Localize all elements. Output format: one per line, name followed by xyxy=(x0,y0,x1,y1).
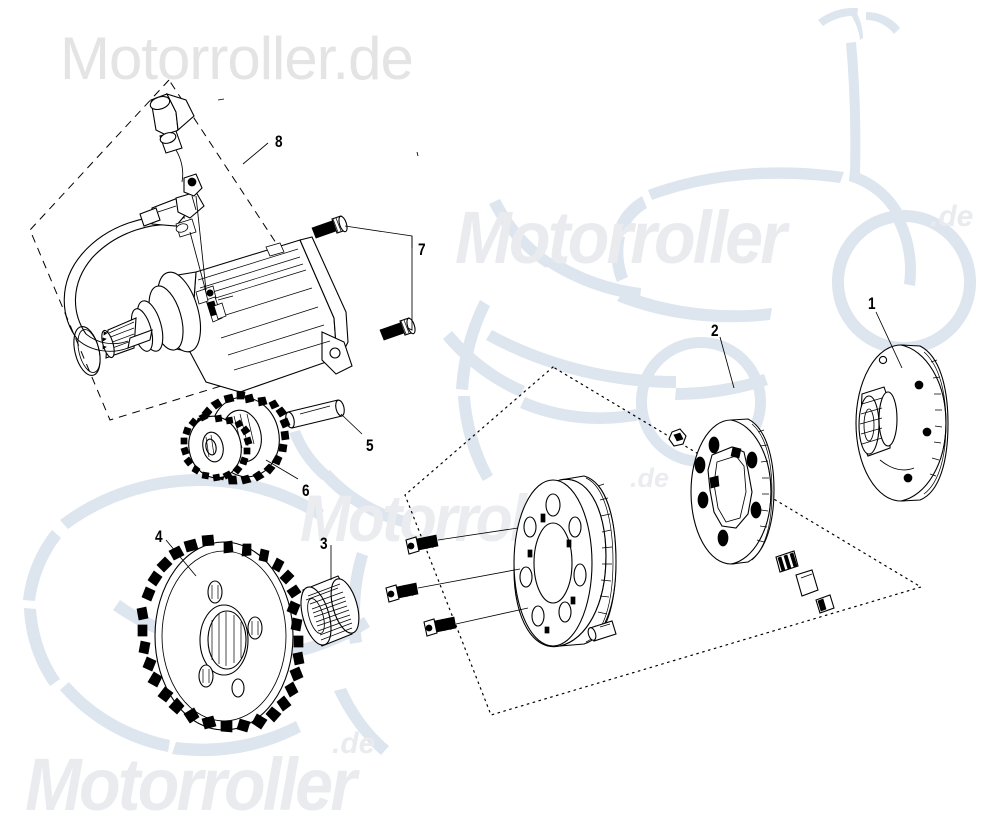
callout-label-2: 2 xyxy=(711,321,719,340)
needle-bearing xyxy=(300,575,360,647)
starter-idler-gear xyxy=(180,390,291,485)
group-2-boundary xyxy=(404,366,923,716)
starter-driven-gear xyxy=(136,534,305,733)
flange-bolt-lower xyxy=(379,317,416,341)
flange-bolt-upper xyxy=(311,215,348,239)
starter-clutch-drum xyxy=(513,475,617,648)
callout-label-1: 1 xyxy=(868,294,876,313)
starter-motor xyxy=(73,236,353,393)
callout-label-3: 3 xyxy=(320,534,328,553)
starter-clutch-hub xyxy=(855,344,949,502)
one-way-clutch-carrier xyxy=(690,418,775,565)
callout-label-4: 4 xyxy=(155,527,163,546)
callout-label-6: 6 xyxy=(302,481,310,500)
callout-label-8: 8 xyxy=(275,132,283,151)
idler-gear-shaft xyxy=(285,399,345,429)
starter-cable xyxy=(63,93,419,352)
callout-label-7: 7 xyxy=(418,240,426,259)
clutch-roller-set xyxy=(587,428,835,642)
clutch-bolt-3 xyxy=(423,616,457,637)
clutch-bolt-1 xyxy=(405,534,439,555)
callout-label-5: 5 xyxy=(366,436,374,455)
clutch-bolt-2 xyxy=(385,582,419,603)
